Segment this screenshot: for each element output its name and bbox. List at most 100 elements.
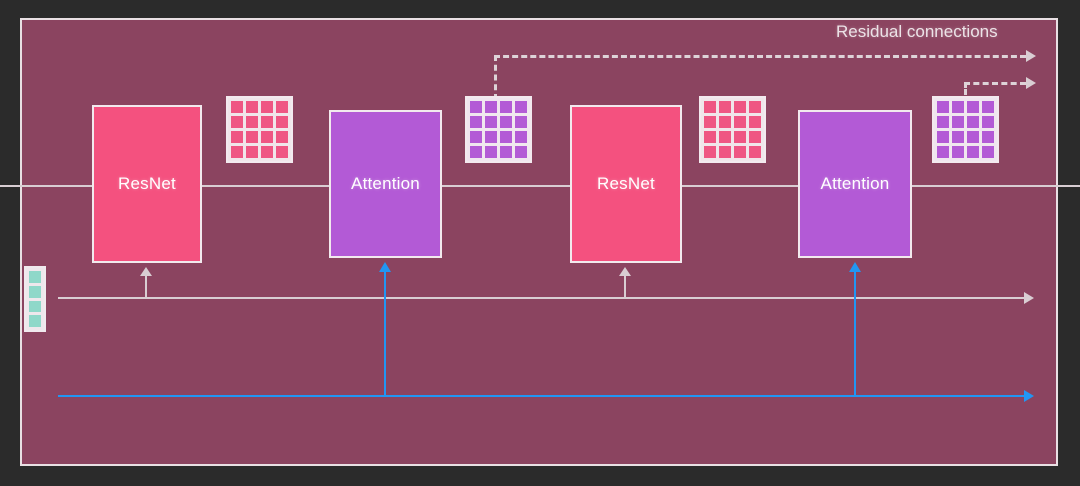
teal-token-stack	[24, 266, 46, 332]
context-branch-2-arrowhead	[849, 262, 861, 272]
feature-map-cell	[704, 101, 716, 113]
context-path-arrowhead	[1024, 390, 1034, 402]
feature-map-cell	[515, 101, 527, 113]
timestep-branch-1-arrowhead	[140, 267, 152, 276]
context-branch-1-arrowhead	[379, 262, 391, 272]
feature-map-cell	[937, 131, 949, 143]
feature-map-cell	[967, 131, 979, 143]
feature-map-cell	[982, 131, 994, 143]
feature-map-cell	[231, 116, 243, 128]
attention-block-1-label: Attention	[351, 174, 420, 193]
feature-map-cell	[734, 101, 746, 113]
feature-map-cell	[749, 131, 761, 143]
feature-map-cell	[734, 131, 746, 143]
context-branch-1	[384, 272, 386, 396]
pink-feature-map-1	[226, 96, 293, 163]
feature-map-cell	[500, 131, 512, 143]
feature-map-cell	[719, 131, 731, 143]
feature-map-cell	[967, 101, 979, 113]
timestep-branch-2	[624, 276, 626, 298]
feature-map-cell	[967, 146, 979, 158]
feature-map-cell	[246, 101, 258, 113]
timestep-branch-2-arrowhead	[619, 267, 631, 276]
feature-map-cell	[500, 101, 512, 113]
residual-connection-1-vertical	[494, 55, 497, 100]
resnet-block-1[interactable]: ResNet	[92, 105, 202, 263]
feature-map-cell	[276, 131, 288, 143]
residual-connection-1-arrowhead	[1026, 50, 1036, 62]
resnet-block-2-label: ResNet	[597, 174, 655, 193]
feature-map-cell	[749, 116, 761, 128]
feature-map-cell	[704, 116, 716, 128]
feature-map-cell	[276, 146, 288, 158]
timestep-path-arrowhead	[1024, 292, 1034, 304]
feature-map-cell	[470, 116, 482, 128]
feature-map-cell	[749, 146, 761, 158]
purple-feature-map-2	[932, 96, 999, 163]
feature-map-cell	[485, 146, 497, 158]
residual-connection-2-vertical	[964, 82, 967, 102]
feature-map-cell	[937, 146, 949, 158]
feature-map-cell	[246, 116, 258, 128]
feature-map-cell	[719, 146, 731, 158]
residual-connection-1-horizontal	[494, 55, 1026, 58]
feature-map-cell	[937, 101, 949, 113]
token-cell	[29, 271, 41, 283]
timestep-conditioning-path	[58, 297, 1030, 299]
attention-block-1[interactable]: Attention	[329, 110, 442, 258]
feature-map-cell	[704, 131, 716, 143]
feature-map-cell	[231, 101, 243, 113]
feature-map-cell	[937, 116, 949, 128]
feature-map-cell	[952, 101, 964, 113]
feature-map-cell	[952, 116, 964, 128]
attention-block-2-label: Attention	[820, 174, 890, 193]
feature-map-cell	[231, 131, 243, 143]
feature-map-cell	[246, 146, 258, 158]
feature-map-cell	[982, 101, 994, 113]
resnet-block-2[interactable]: ResNet	[570, 105, 682, 263]
feature-map-cell	[500, 146, 512, 158]
residual-connections-label: Residual connections	[836, 22, 998, 41]
feature-map-cell	[734, 116, 746, 128]
feature-map-cell	[231, 146, 243, 158]
feature-map-cell	[246, 131, 258, 143]
feature-map-cell	[470, 131, 482, 143]
feature-map-cell	[276, 116, 288, 128]
feature-map-cell	[485, 101, 497, 113]
context-branch-2	[854, 272, 856, 396]
feature-map-cell	[261, 116, 273, 128]
feature-map-cell	[749, 101, 761, 113]
pink-feature-map-2	[699, 96, 766, 163]
feature-map-cell	[261, 146, 273, 158]
residual-connection-2-arrowhead	[1026, 77, 1036, 89]
feature-map-cell	[982, 146, 994, 158]
feature-map-cell	[470, 146, 482, 158]
attention-block-2[interactable]: Attention	[798, 110, 912, 258]
feature-map-cell	[967, 116, 979, 128]
feature-map-cell	[470, 101, 482, 113]
residual-connection-2-horizontal	[964, 82, 1026, 85]
context-conditioning-path	[58, 395, 1030, 397]
resnet-block-1-label: ResNet	[118, 174, 176, 193]
center-rule	[0, 185, 1080, 187]
feature-map-cell	[719, 116, 731, 128]
feature-map-cell	[261, 101, 273, 113]
feature-map-cell	[515, 116, 527, 128]
feature-map-cell	[952, 146, 964, 158]
feature-map-cell	[500, 116, 512, 128]
feature-map-cell	[734, 146, 746, 158]
feature-map-cell	[982, 116, 994, 128]
feature-map-cell	[485, 131, 497, 143]
token-cell	[29, 285, 41, 298]
purple-feature-map-1	[465, 96, 532, 163]
feature-map-cell	[485, 116, 497, 128]
token-cell	[29, 315, 41, 327]
feature-map-cell	[515, 131, 527, 143]
token-cell	[29, 300, 41, 313]
timestep-branch-1	[145, 276, 147, 298]
feature-map-cell	[719, 101, 731, 113]
feature-map-cell	[704, 146, 716, 158]
feature-map-cell	[515, 146, 527, 158]
feature-map-cell	[952, 131, 964, 143]
